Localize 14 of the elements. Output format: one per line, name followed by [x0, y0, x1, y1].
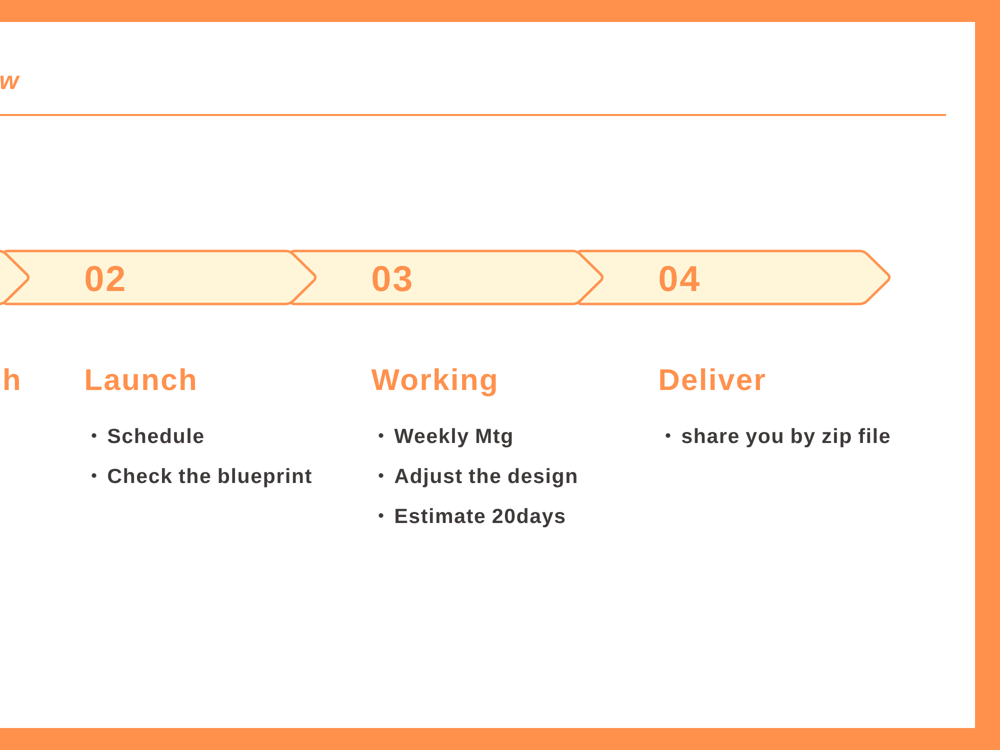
step-heading: Working — [371, 368, 496, 396]
step-band: 02 — [4, 250, 317, 306]
page-title: w — [0, 76, 20, 89]
step-band: 04 — [578, 250, 891, 306]
bullet-item: Check the blueprint — [108, 468, 312, 488]
step-heading: Deliver — [660, 368, 765, 390]
bullet-item: Weekly Mtg — [394, 428, 512, 448]
bullet-item: Estimate 20days — [396, 508, 565, 528]
step-heading: Launch — [86, 368, 195, 390]
bullet-item: Adjust the design — [394, 468, 576, 488]
step-heading: h — [4, 368, 19, 390]
bullet-item: share you by zip file — [682, 428, 890, 448]
step-band: 03 — [290, 250, 604, 306]
bullet-item: Schedule — [108, 428, 204, 444]
